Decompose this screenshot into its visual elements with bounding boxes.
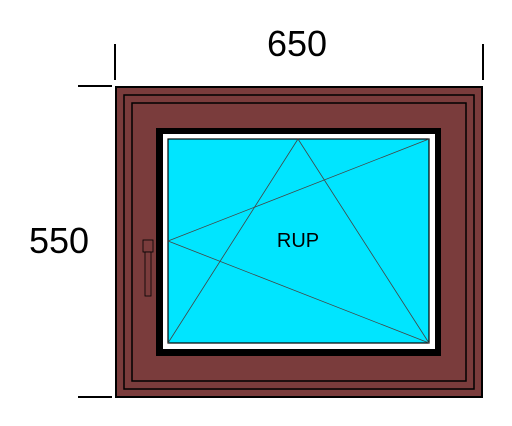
height-label: 550 bbox=[29, 220, 89, 261]
glass-pane bbox=[167, 138, 430, 344]
handle-icon bbox=[142, 239, 154, 297]
turn-line-bottom bbox=[167, 240, 430, 344]
width-dimension: 650 bbox=[114, 23, 484, 80]
turn-line-top bbox=[167, 138, 430, 242]
opening-lines bbox=[167, 138, 430, 344]
sash-label: RUP bbox=[277, 230, 319, 252]
height-dimension: 550 bbox=[29, 85, 112, 398]
tilt-line-left bbox=[167, 138, 299, 344]
frame-inner-edge bbox=[123, 94, 475, 390]
tilt-line-right bbox=[297, 138, 430, 344]
width-label: 650 bbox=[267, 23, 327, 64]
